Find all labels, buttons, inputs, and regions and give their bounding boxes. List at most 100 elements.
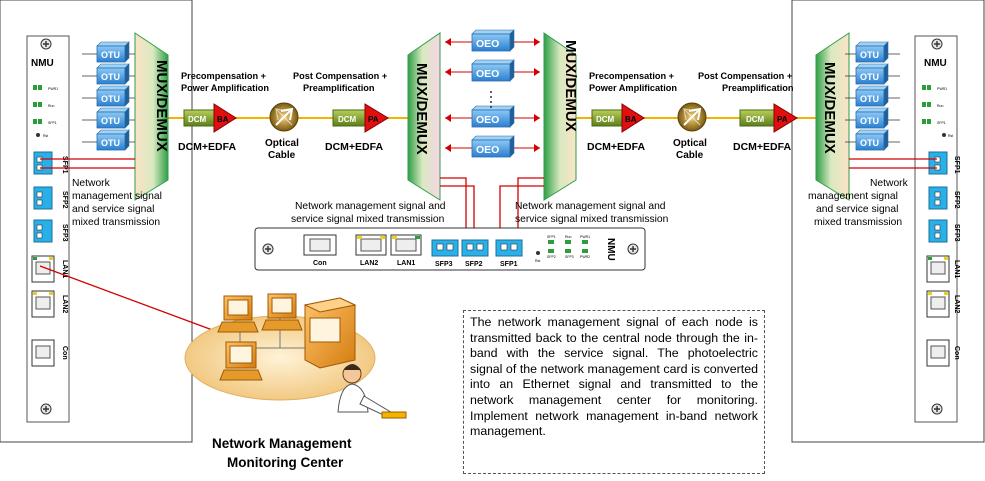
console-port[interactable]: Con [31, 339, 68, 367]
note-line: service signal mixed transmission [291, 214, 445, 225]
ellipsis-dots [490, 91, 492, 108]
amplifier-ba [213, 103, 237, 133]
otu-module: OTU [845, 85, 900, 107]
port-label: LAN2 [61, 295, 68, 313]
center-nm-note-right: Network management signal and service si… [515, 201, 669, 225]
sfp-port[interactable]: SFP3 [431, 239, 459, 268]
note-line: Network [72, 178, 111, 189]
postcomp-label: Post Compensation + [698, 71, 792, 81]
led-label: Run [937, 104, 943, 108]
oeo-module: OEO [445, 29, 540, 52]
note-line: Network management signal and [295, 201, 446, 212]
server-icon [303, 297, 357, 369]
dcm-label: DCM [338, 115, 357, 124]
cable-label: Optical [265, 138, 299, 149]
oeo-label: OEO [476, 144, 499, 156]
otu-module: OTU [845, 63, 900, 85]
otu-label: OTU [101, 138, 120, 148]
postcomp-label: Post Compensation + [293, 71, 387, 81]
otu-module: OTU [82, 85, 138, 107]
port-label: Con [953, 346, 960, 360]
note-line: service signal mixed transmission [515, 214, 669, 225]
mux-label: MUX/DEMUX [562, 40, 579, 132]
otu-label: OTU [860, 138, 879, 148]
note-line: and service signal [72, 204, 154, 215]
precomp-label: Precompensation + [589, 71, 674, 81]
screw-icon [627, 243, 639, 255]
sfp-port[interactable]: SFP2 [461, 239, 489, 268]
computer-icon [217, 295, 259, 333]
amplifier-pa [773, 103, 798, 133]
monitoring-center-caption: Network Management Monitoring Center [212, 436, 352, 470]
optical-cable-icon: Optical Cable [673, 102, 707, 161]
note-line: management signal [808, 191, 898, 202]
screw-icon [40, 38, 52, 50]
oeo-module: OEO [445, 135, 540, 158]
screw-icon [40, 403, 52, 415]
left-precompensation: Precompensation + Power Amplification DC… [178, 71, 269, 153]
led-label: PWR1 [580, 235, 590, 239]
otu-module: OTU [845, 129, 900, 151]
screw-icon [931, 403, 943, 415]
cable-label: Cable [268, 150, 296, 161]
dcm-edfa-label: DCM+EDFA [587, 141, 645, 153]
ba-label: BA [625, 115, 637, 124]
right-nm-note: Network management signal and service si… [808, 178, 909, 228]
led-label: SFP1 [547, 235, 556, 239]
led-label: Rst [535, 259, 540, 263]
mux-label: MUX/DEMUX [413, 63, 430, 155]
description-box: The network management signal of each no… [463, 310, 765, 474]
note-line: Network management signal and [515, 201, 666, 212]
led-label: Rst [948, 134, 953, 138]
ba-label: BA [217, 115, 229, 124]
port-label: SFP2 [465, 261, 483, 268]
dcm-edfa-label: DCM+EDFA [178, 141, 236, 153]
otu-label: OTU [101, 94, 120, 104]
console-port[interactable]: Con [926, 339, 960, 367]
sfp-ports[interactable]: SFP1 SFP2 SFP3 [928, 151, 960, 243]
oeo-module: OEO [445, 59, 540, 82]
lan-port[interactable]: LAN1 [390, 234, 422, 267]
led-label: Run [565, 235, 571, 239]
pa-label: PA [777, 115, 788, 124]
port-label: SFP3 [61, 224, 68, 242]
mux-label: MUX/DEMUX [821, 62, 838, 154]
port-label: LAN1 [397, 260, 415, 267]
led-label: SFP2 [547, 255, 556, 259]
oeo-module: OEO [445, 105, 540, 128]
amplifier-ba [621, 103, 645, 133]
operator-icon [337, 364, 407, 419]
port-label: LAN1 [61, 260, 68, 278]
led-label: SFP1 [48, 121, 57, 125]
right-precompensation: Precompensation + Power Amplification DC… [587, 71, 677, 153]
port-label: SFP1 [953, 156, 960, 174]
sfp-port[interactable]: SFP1 [495, 239, 523, 268]
dcm-edfa-label: DCM+EDFA [733, 141, 791, 153]
left-postcompensation: Post Compensation + Preamplification DCM… [293, 71, 389, 153]
console-port[interactable]: Con [303, 234, 337, 267]
port-label: SFP2 [61, 191, 68, 209]
screw-icon [931, 38, 943, 50]
nm-signal-lines [39, 158, 937, 339]
otu-module: OTU [82, 129, 138, 151]
lan-port[interactable]: LAN2 [355, 234, 387, 267]
center-nmu-card: Con LAN2 LAN1 SFP3 SFP2 [254, 227, 646, 271]
port-label: SFP3 [435, 261, 453, 268]
port-label: SFP1 [61, 156, 68, 174]
otu-label: OTU [860, 116, 879, 126]
postcomp-label: Preamplification [722, 83, 794, 93]
lan-ports[interactable]: LAN1 LAN2 [926, 255, 960, 318]
lan-ports[interactable]: LAN1 LAN2 [31, 255, 68, 318]
led-label: Rst [43, 134, 48, 138]
card-title: NMU [31, 58, 54, 69]
otu-label: OTU [860, 72, 879, 82]
sfp-ports[interactable]: SFP1 SFP2 SFP3 [33, 151, 68, 243]
oeo-label: OEO [476, 68, 499, 80]
port-label: LAN1 [953, 260, 960, 278]
oeo-label: OEO [476, 114, 499, 126]
precomp-label: Precompensation + [181, 71, 266, 81]
port-label: SFP2 [953, 191, 960, 209]
cable-label: Optical [673, 138, 707, 149]
